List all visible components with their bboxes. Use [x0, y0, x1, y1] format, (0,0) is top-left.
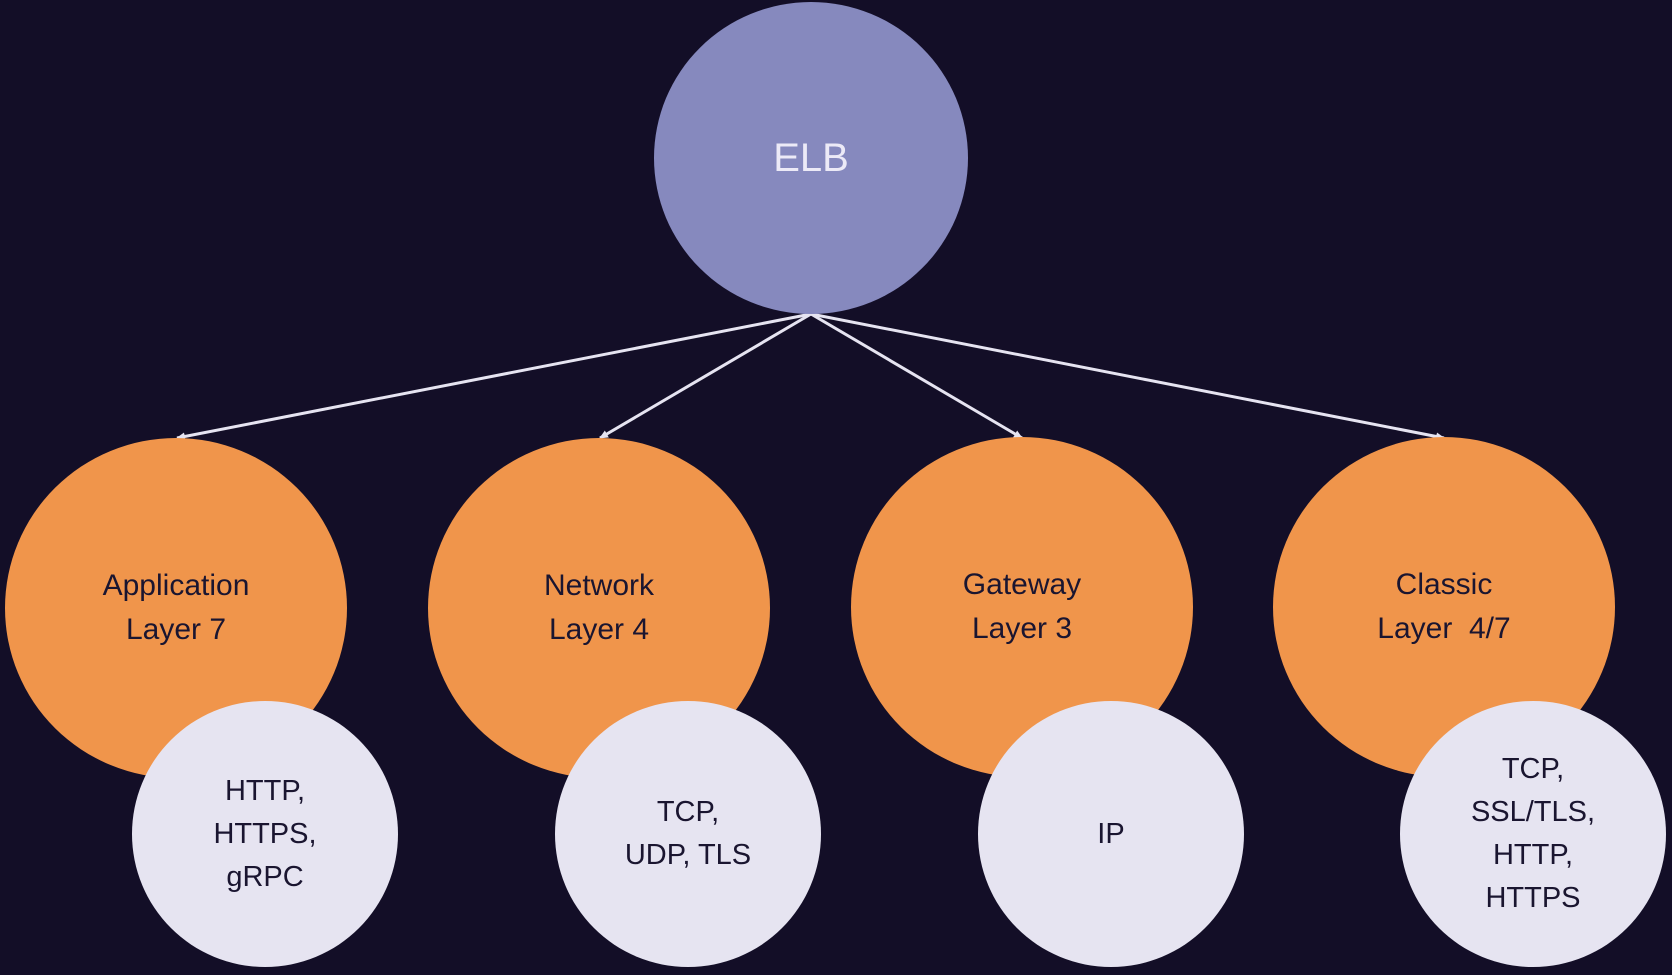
connector-network	[599, 312, 812, 440]
protocol-item: SSL/TLS,	[1470, 796, 1596, 828]
protocol-item: HTTP,	[1492, 839, 1574, 871]
protocol-node-gateway: IP	[978, 701, 1244, 967]
protocol-item: gRPC	[226, 860, 304, 893]
protocol-item: HTTPS,	[213, 817, 317, 850]
type-node-application: Application Layer 7	[5, 438, 347, 778]
elb-root-node: ELB	[654, 2, 968, 314]
protocol-node-application: HTTP, HTTPS, gRPC	[132, 701, 398, 967]
elb-root-label: ELB	[773, 135, 849, 180]
protocol-item: UDP, TLS	[624, 839, 752, 871]
type-layer: Layer 7	[125, 613, 227, 646]
connector-classic	[810, 312, 1445, 441]
protocol-node-classic: TCP, SSL/TLS, HTTP, HTTPS	[1400, 701, 1666, 967]
protocol-item: HTTPS	[1485, 882, 1581, 914]
connector-gateway	[810, 312, 1023, 440]
protocol-item: TCP,	[656, 796, 720, 828]
type-layer: Layer 4/7	[1377, 612, 1511, 645]
connector-application	[176, 312, 812, 441]
type-layer: Layer 4	[548, 613, 650, 646]
type-layer: Layer 3	[971, 612, 1073, 645]
protocol-item: HTTP,	[224, 774, 306, 807]
protocol-item: TCP,	[1501, 753, 1565, 785]
type-name: Gateway	[962, 568, 1082, 601]
type-name: Classic	[1395, 568, 1493, 601]
type-name: Application	[102, 569, 250, 602]
protocol-item: IP	[1097, 817, 1125, 850]
protocol-node-network: TCP, UDP, TLS	[555, 701, 821, 967]
type-name: Network	[543, 569, 655, 602]
